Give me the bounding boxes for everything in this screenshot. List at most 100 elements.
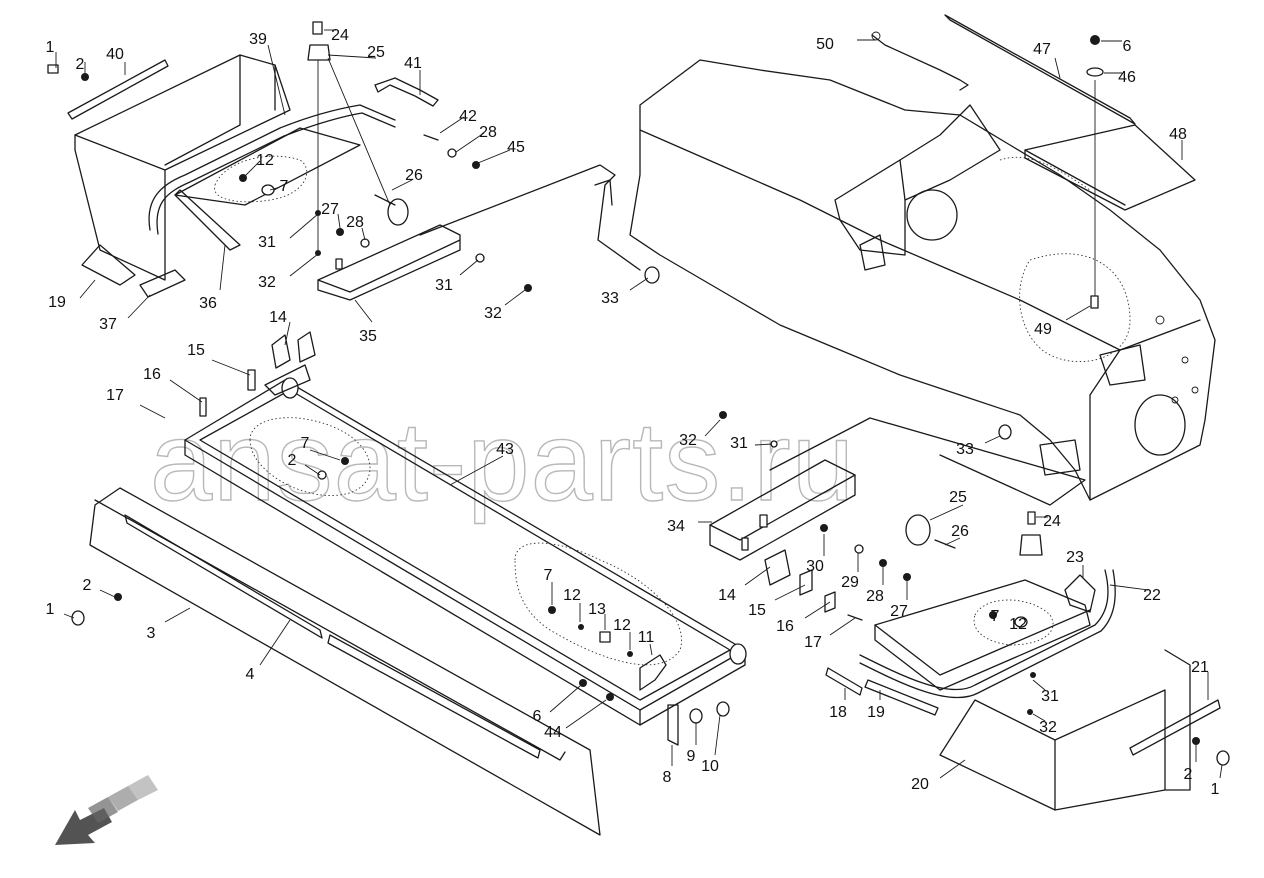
callout-label-c4: 4 bbox=[246, 666, 255, 683]
callout-label-c1a: 1 bbox=[46, 39, 55, 56]
callout-label-c2c: 2 bbox=[83, 577, 92, 594]
watermark: ansat-parts.ru bbox=[150, 399, 855, 524]
callout-label-c21: 21 bbox=[1191, 659, 1209, 676]
callout-label-c42: 42 bbox=[459, 108, 477, 125]
callout-label-c8: 8 bbox=[663, 769, 672, 786]
leader-line-c20 bbox=[939, 759, 966, 779]
callout-label-c26a: 26 bbox=[405, 167, 423, 184]
callout-label-c29: 29 bbox=[841, 574, 859, 591]
callout-label-c37: 37 bbox=[99, 316, 117, 333]
callout-label-c9: 9 bbox=[687, 748, 696, 765]
callout-label-c18: 18 bbox=[829, 704, 847, 721]
callout-label-c2b: 2 bbox=[288, 452, 297, 469]
leader-line-c25a bbox=[327, 54, 377, 59]
callout-label-c1c: 1 bbox=[1211, 781, 1220, 798]
leader-line-c39 bbox=[267, 44, 286, 116]
part-22-tube bbox=[859, 569, 1116, 699]
leader-line-c27a bbox=[337, 213, 341, 229]
callout-label-c41: 41 bbox=[404, 55, 422, 72]
callout-label-c25b: 25 bbox=[949, 489, 967, 506]
callout-label-c7a: 7 bbox=[280, 178, 289, 195]
callout-label-c28b: 28 bbox=[346, 214, 364, 231]
leader-line-c17b bbox=[829, 617, 856, 636]
callout-label-c19a: 19 bbox=[48, 294, 66, 311]
leader-line-c37 bbox=[127, 294, 151, 319]
callout-label-c2a: 2 bbox=[76, 56, 85, 73]
callout-label-c39: 39 bbox=[249, 31, 267, 48]
part-24-25-mount-left bbox=[307, 21, 409, 250]
leader-line-c16b bbox=[804, 601, 831, 619]
leader-line-c11 bbox=[649, 643, 653, 656]
leader-line-c10 bbox=[714, 714, 721, 756]
leader-line-c1b bbox=[63, 613, 75, 619]
callout-label-c13: 13 bbox=[588, 601, 606, 618]
part-33-link-left bbox=[419, 164, 660, 284]
leader-line-c32a bbox=[289, 253, 319, 277]
leader-line-c49 bbox=[1065, 305, 1091, 321]
leader-line-c14a bbox=[284, 321, 291, 346]
callout-label-c17b: 17 bbox=[804, 634, 822, 651]
leader-line-c31d bbox=[1032, 679, 1046, 691]
leader-line-c1c bbox=[1219, 764, 1223, 779]
part-19-37-brackets-left bbox=[81, 244, 186, 298]
leader-line-c26b bbox=[944, 537, 961, 546]
callout-label-c7c: 7 bbox=[991, 608, 1000, 625]
leader-line-c35 bbox=[354, 299, 373, 323]
callout-label-c47: 47 bbox=[1033, 41, 1051, 58]
leader-line-c33a bbox=[629, 277, 649, 291]
callout-label-c35: 35 bbox=[359, 328, 377, 345]
callout-label-c27a: 27 bbox=[321, 201, 339, 218]
part-47-strip bbox=[944, 14, 1136, 125]
callout-label-c34: 34 bbox=[667, 518, 685, 535]
callout-label-c24b: 24 bbox=[1043, 513, 1061, 530]
leader-line-c32c bbox=[704, 419, 721, 437]
callout-label-c12d: 12 bbox=[613, 617, 631, 634]
callout-label-c7d: 7 bbox=[544, 567, 553, 584]
part-18-19-brackets-right bbox=[825, 667, 939, 716]
leader-line-c6b bbox=[549, 685, 581, 713]
callout-label-c32d: 32 bbox=[1039, 719, 1057, 736]
callout-label-c14a: 14 bbox=[269, 309, 287, 326]
leader-line-c28a bbox=[455, 132, 485, 153]
part-25-24-mount-right bbox=[905, 511, 1043, 556]
part-35-mount bbox=[317, 224, 461, 301]
callout-label-c36: 36 bbox=[199, 295, 217, 312]
callout-label-c28c: 28 bbox=[866, 588, 884, 605]
leader-line-c28b bbox=[361, 227, 366, 241]
leader-line-c31b bbox=[459, 259, 479, 276]
leader-line-c15a bbox=[211, 359, 251, 376]
leader-line-c42 bbox=[439, 116, 465, 134]
callout-label-c3: 3 bbox=[147, 625, 156, 642]
leader-line-c32d bbox=[1032, 713, 1046, 722]
callout-label-c15b: 15 bbox=[748, 602, 766, 619]
part-43-frame bbox=[184, 331, 747, 726]
part-36-tube bbox=[148, 104, 396, 251]
callout-label-c33a: 33 bbox=[601, 290, 619, 307]
callout-label-c20: 20 bbox=[911, 776, 929, 793]
part-33-link-right bbox=[769, 417, 1086, 506]
leader-line-c44 bbox=[565, 699, 607, 729]
leader-line-c33b bbox=[984, 435, 1001, 444]
part-21-strip bbox=[1129, 699, 1221, 756]
callout-label-c33b: 33 bbox=[956, 441, 974, 458]
callout-label-c12b: 12 bbox=[1009, 616, 1027, 633]
callout-label-c31a: 31 bbox=[258, 234, 276, 251]
callout-label-c28a: 28 bbox=[479, 124, 497, 141]
callout-label-c1b: 1 bbox=[46, 601, 55, 618]
callout-label-c45: 45 bbox=[507, 139, 525, 156]
callout-label-c43: 43 bbox=[496, 441, 514, 458]
callout-label-c6a: 6 bbox=[1123, 38, 1132, 55]
detail-outline-right bbox=[973, 599, 1054, 646]
fasteners-right bbox=[719, 411, 1230, 766]
leader-line-c14b bbox=[744, 566, 771, 586]
callout-label-c31c: 31 bbox=[730, 435, 748, 452]
callout-label-c30: 30 bbox=[806, 558, 824, 575]
leader-line-c43 bbox=[449, 455, 504, 486]
callout-label-c25a: 25 bbox=[367, 44, 385, 61]
part-23-bracket bbox=[1064, 574, 1096, 613]
leader-lines bbox=[55, 29, 1223, 779]
leader-line-c45 bbox=[477, 149, 511, 164]
